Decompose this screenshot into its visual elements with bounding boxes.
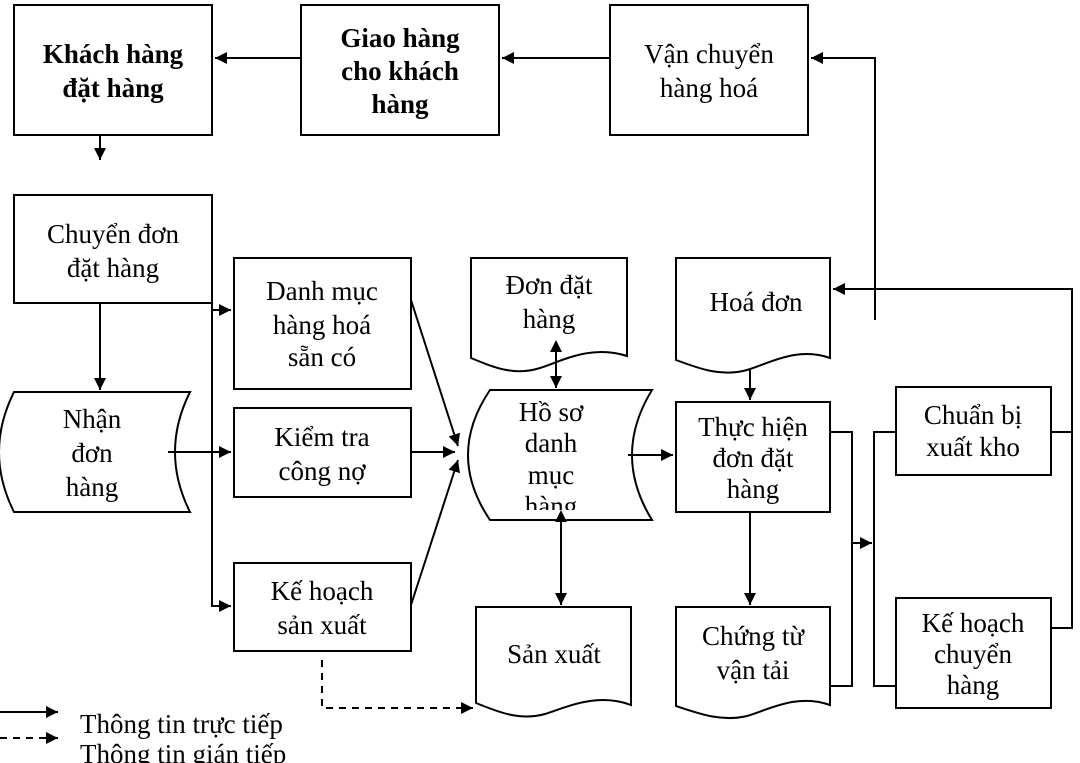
label-chung-tu-1: Chứng từ (702, 621, 805, 651)
node-san-xuat (475, 606, 632, 718)
label-khach-hang-1: Khách hàng (43, 39, 184, 69)
arrow-kehoach-to-sanxuat-dashed (321, 660, 473, 714)
connector-bracket-left (830, 431, 853, 687)
node-ho-so (467, 389, 654, 521)
label-thuc-hien-3: hàng (727, 474, 779, 504)
label-nhan-don-1: Nhận (63, 404, 122, 434)
label-danh-muc-2: hàng hoá (273, 310, 371, 340)
node-kiem-tra (233, 407, 412, 498)
node-van-chuyen (609, 4, 809, 136)
label-ke-hoach-sx-2: sản xuất (277, 610, 367, 640)
node-nhan-don (0, 391, 192, 513)
connector-bracket-right (873, 431, 896, 687)
node-ke-hoach-chuyen (895, 597, 1052, 709)
label-ke-hoach-chuyen-1: Kế hoạch (922, 608, 1025, 638)
label-van-chuyen-2: hàng hoá (660, 73, 758, 103)
legend-indirect-label: Thông tin gián tiếp (80, 739, 286, 763)
label-hoa-don: Hoá đơn (709, 287, 803, 317)
label-van-chuyen-1: Vận chuyển (644, 39, 774, 69)
label-thuc-hien-1: Thực hiện (698, 412, 808, 442)
label-kiem-tra-1: Kiểm tra (274, 422, 369, 452)
label-chuyen-don-2: đặt hàng (67, 253, 159, 283)
node-giao-hang (300, 4, 500, 136)
node-danh-muc (233, 257, 412, 390)
arrow-kehoachchuyen-return (1051, 432, 1073, 629)
label-chung-tu-2: vận tải (717, 655, 790, 685)
node-don-dat-hang (470, 257, 628, 373)
label-ho-so-1: Hồ sơ (519, 397, 584, 427)
arrow-to-vanchuyen (811, 52, 876, 320)
label-chuyen-don-1: Chuyển đơn (47, 219, 180, 249)
label-ke-hoach-chuyen-3: hàng (947, 670, 999, 700)
label-nhan-don-3: hàng (66, 472, 118, 502)
node-thuc-hien (675, 401, 831, 513)
label-giao-hang-2: cho khách (341, 56, 459, 86)
node-ke-hoach-sx (233, 562, 412, 652)
label-san-xuat: Sản xuất (507, 639, 601, 669)
label-giao-hang-1: Giao hàng (340, 23, 460, 53)
arrow-kehoach-to-hoso (410, 459, 461, 606)
arrow-danhmuc-to-hoso (410, 299, 461, 447)
label-ho-so-4: hàng (525, 491, 577, 521)
label-chuan-bi-1: Chuẩn bị (924, 400, 1022, 430)
label-giao-hang-3: hàng (371, 89, 429, 119)
label-don-dat-hang-2: hàng (523, 304, 575, 334)
label-thuc-hien-2: đơn đặt (712, 443, 794, 473)
label-nhan-don-2: đơn (71, 438, 113, 468)
arrow-chuanbi-to-hoadon (833, 283, 1073, 433)
label-khach-hang-2: đặt hàng (62, 73, 164, 103)
label-ke-hoach-chuyen-2: chuyển (934, 639, 1012, 669)
label-chuan-bi-2: xuất kho (926, 432, 1020, 462)
node-chung-tu (675, 606, 831, 720)
label-kiem-tra-2: công nợ (278, 456, 366, 486)
label-ke-hoach-sx-1: Kế hoạch (271, 576, 374, 606)
legend-direct-label: Thông tin trực tiếp (80, 709, 283, 739)
label-don-dat-hang-1: Đơn đặt (505, 270, 593, 300)
label-ho-so-3: mục (528, 460, 575, 490)
node-chuyen-don (13, 194, 213, 304)
label-ho-so-2: danh (525, 428, 578, 458)
arrow-bus-to-kehoach (211, 303, 231, 612)
label-danh-muc-3: sẵn có (288, 342, 356, 372)
label-danh-muc-1: Danh mục (266, 276, 378, 306)
node-hoa-don (675, 257, 831, 374)
arrow-bus-to-danhmuc (211, 303, 231, 316)
node-khach-hang-dat-hang (13, 4, 213, 136)
